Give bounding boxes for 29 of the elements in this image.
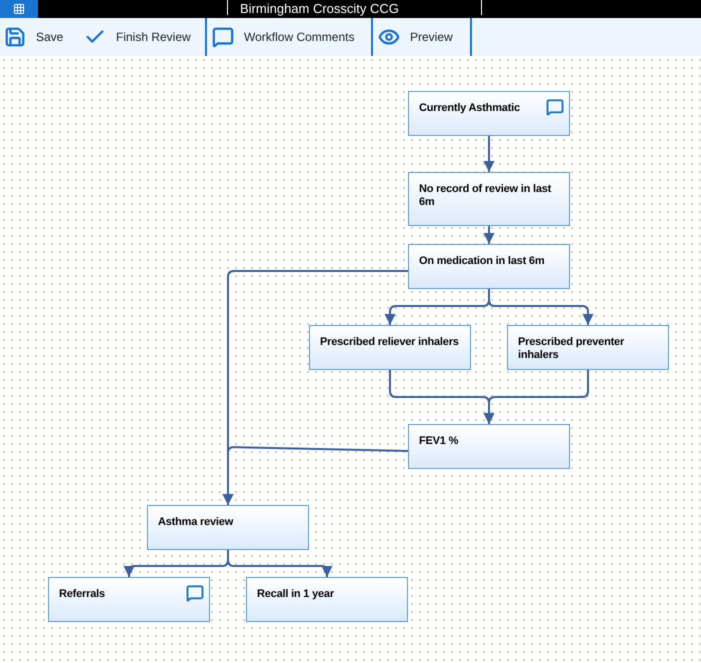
process-box [246, 577, 408, 622]
finish-review-button: Finish Review [80, 22, 204, 52]
step-label: Prescribed preventer inhalers [518, 336, 626, 362]
connector-arrow [222, 446, 408, 505]
process-box [408, 244, 570, 289]
step-label: Referrals [59, 588, 106, 601]
step-label: FEV1 % [419, 435, 460, 448]
process-box [408, 91, 570, 136]
step-label: Currently Asthmatic [419, 102, 521, 115]
process-box [147, 505, 309, 550]
step-label: On medication in last 6m [419, 255, 546, 268]
process-box [48, 577, 210, 622]
step-label: Asthma review [158, 516, 234, 529]
organisation-name: Birmingham Crosscity CCG [240, 0, 399, 18]
comments-button: Workflow Comments [208, 22, 370, 52]
preview-button: Preview [374, 22, 469, 52]
save-button: Save [0, 22, 76, 52]
connector-arrow [484, 370, 589, 424]
process-box [408, 424, 570, 469]
connector-arrow [488, 289, 594, 325]
process-box [408, 172, 570, 226]
process-box [309, 325, 471, 370]
process-box [507, 325, 669, 370]
step-label: Prescribed reliever inhalers [320, 336, 460, 349]
step-label: Recall in 1 year [257, 588, 335, 601]
connector-arrow [227, 550, 332, 577]
connector-arrow [484, 226, 494, 244]
connector-arrow [484, 136, 494, 172]
step-label: No record of review in last 6m [419, 183, 552, 209]
